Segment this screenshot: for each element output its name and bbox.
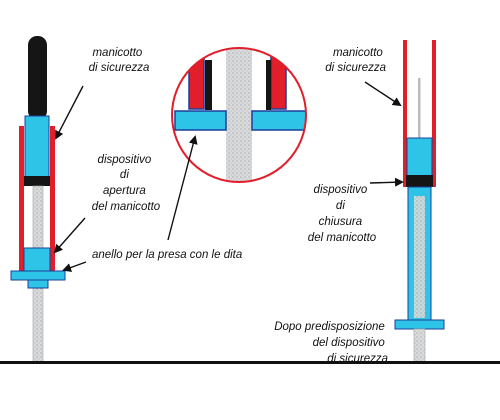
safety-sleeve-right-wall bbox=[50, 126, 55, 276]
right-closing-band bbox=[406, 175, 433, 187]
label-finger-ring: anello per la presa con le dita bbox=[92, 249, 242, 261]
arrow-opening-device bbox=[53, 217, 86, 254]
safety-sleeve-left-wall bbox=[19, 126, 24, 276]
label-sleeve-left: manicotto di sicurezza bbox=[89, 47, 150, 74]
arrow-sleeve-left bbox=[55, 85, 84, 140]
right-barrel-window bbox=[414, 196, 425, 318]
right-syringe bbox=[394, 40, 445, 363]
finger-ring bbox=[10, 270, 66, 281]
label-after-setup: Dopo predisposizione del dispositivo di … bbox=[274, 321, 388, 365]
right-sleeve-left-wall bbox=[403, 40, 407, 186]
left-syringe bbox=[10, 36, 66, 363]
zoom-detail bbox=[171, 47, 307, 183]
plunger-stopper bbox=[24, 176, 50, 186]
zoom-sleeve-left bbox=[188, 56, 205, 110]
arrow-sleeve-right bbox=[364, 81, 402, 107]
plunger-upper-barrel bbox=[24, 115, 50, 179]
right-needle-thin bbox=[418, 78, 421, 168]
right-sleeve-right-wall bbox=[432, 40, 436, 186]
arrow-finger-ring-zoom bbox=[167, 135, 198, 241]
arrow-closing-device bbox=[369, 177, 404, 187]
opening-device bbox=[23, 247, 51, 273]
zoom-inner-post-right bbox=[266, 60, 271, 110]
label-closing-device: dispositivo di chiusura del manicotto bbox=[308, 184, 377, 244]
zoom-ring-right bbox=[251, 110, 306, 131]
zoom-inner-post-left bbox=[205, 60, 212, 110]
right-closing-device bbox=[406, 137, 433, 177]
ground-line bbox=[0, 361, 500, 364]
right-plunger-rod bbox=[413, 328, 426, 363]
plunger-cap bbox=[28, 36, 47, 120]
zoom-circle-border bbox=[171, 47, 307, 183]
label-opening-device: dispositivo di apertura del manicotto bbox=[92, 154, 161, 213]
label-sleeve-right: manicotto di sicurezza bbox=[325, 47, 386, 74]
zoom-needle bbox=[226, 48, 252, 182]
arrows bbox=[53, 81, 404, 272]
needle-hub bbox=[27, 279, 49, 289]
right-finger-ring bbox=[394, 319, 445, 330]
arrow-finger-ring-left bbox=[62, 261, 87, 272]
zoom-ring-left bbox=[174, 110, 227, 131]
